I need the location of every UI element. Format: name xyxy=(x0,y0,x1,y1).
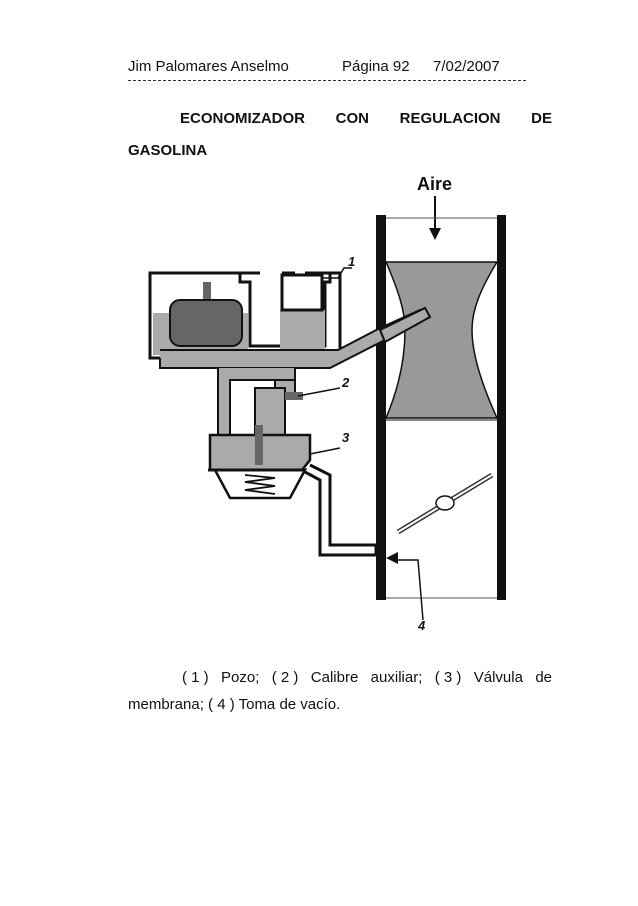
caption-word: Calibre xyxy=(310,669,359,686)
label-3: 3 xyxy=(342,430,350,445)
caption-word: ( 3 ) xyxy=(434,669,462,686)
label-4: 4 xyxy=(417,618,426,633)
leader-4 xyxy=(398,559,424,621)
caption-word: ( 2 ) xyxy=(271,669,299,686)
header-divider xyxy=(128,80,526,81)
figure-caption: ( 1 ) Pozo; ( 2 ) Calibre auxiliar; ( 3 … xyxy=(128,664,552,718)
document-title-continued: GASOLINA xyxy=(128,142,208,159)
aux-passage-left xyxy=(217,368,296,439)
vacuum-arrow xyxy=(386,552,398,564)
throttle-shaft xyxy=(435,495,455,511)
caption-word: de xyxy=(535,669,552,686)
caption-word: auxiliar; xyxy=(370,669,423,686)
float xyxy=(169,299,243,347)
spring-chamber xyxy=(212,468,308,500)
air-label: Aire xyxy=(417,174,452,194)
caption-line-2: membrana; ( 4 ) Toma de vacío. xyxy=(128,696,341,713)
caption-word: Válvula xyxy=(473,669,523,686)
label-2: 2 xyxy=(341,375,350,390)
document-title: ECONOMIZADOR CON REGULACION DE xyxy=(180,110,552,127)
tube-left-wall xyxy=(376,215,386,600)
label-1: 1 xyxy=(348,254,355,269)
author-name: Jim Palomares Anselmo xyxy=(128,58,289,75)
carburetor-economizer-diagram: Aire xyxy=(130,170,530,640)
header-date: 7/02/2007 xyxy=(433,58,500,75)
leader-2 xyxy=(297,387,341,397)
air-arrow-head xyxy=(429,228,441,240)
spring xyxy=(244,474,276,495)
title-word: ECONOMIZADOR xyxy=(180,110,305,127)
title-word: CON xyxy=(335,110,369,127)
page-number: Página 92 xyxy=(342,58,410,75)
tube-right-wall xyxy=(497,215,506,600)
leader-1 xyxy=(322,267,352,279)
caption-line-1: ( 1 ) Pozo; ( 2 ) Calibre auxiliar; ( 3 … xyxy=(128,664,552,691)
leader-3 xyxy=(309,447,341,455)
page-header: Jim Palomares Anselmo Página 92 7/02/200… xyxy=(128,58,500,126)
well-top xyxy=(280,273,324,312)
venturi xyxy=(384,261,499,419)
title-word: DE xyxy=(531,110,552,127)
valve-stem xyxy=(255,425,263,465)
caption-word: Pozo; xyxy=(221,669,260,686)
vacuum-line xyxy=(304,463,378,557)
float-rod xyxy=(203,282,211,300)
aux-calibrated-jet xyxy=(285,392,303,400)
caption-word: ( 1 ) xyxy=(182,669,209,686)
nozzle xyxy=(378,306,432,344)
fuel-well xyxy=(280,310,325,355)
title-word: REGULACION xyxy=(399,110,501,127)
